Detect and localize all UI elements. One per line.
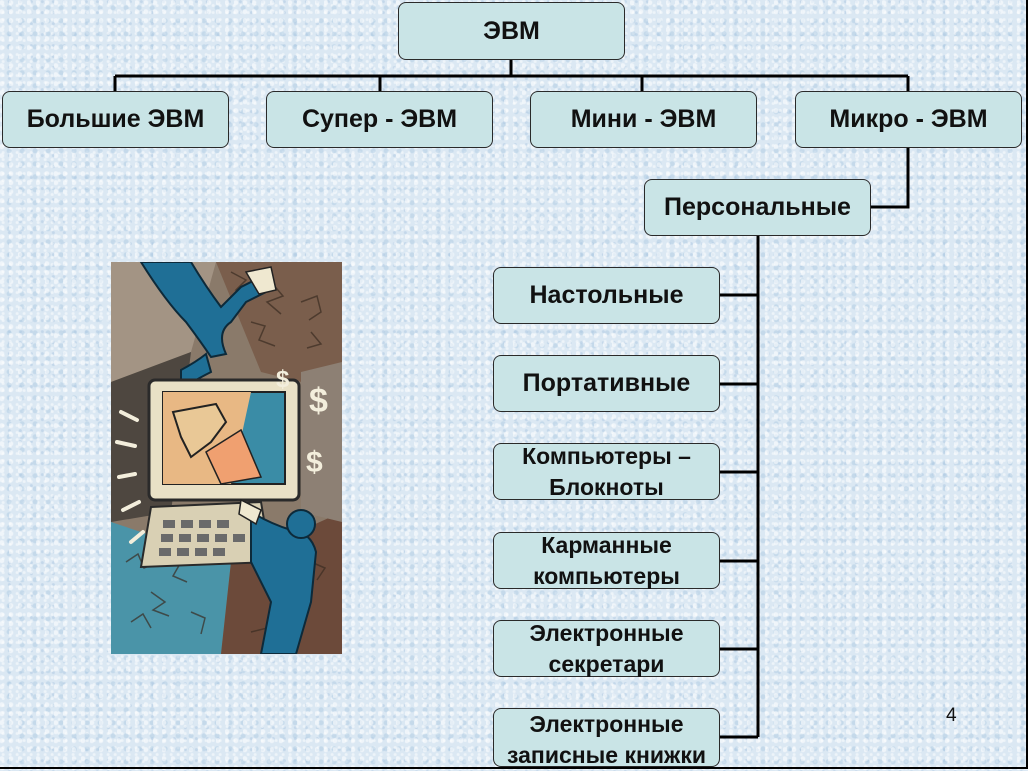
dollar-icon: $ — [306, 446, 323, 479]
type-node-label: Компьютеры – Блокноты — [522, 442, 691, 500]
type-node-organizer: Электронные записные книжки — [493, 708, 720, 768]
personal-node-label: Персональные — [664, 193, 851, 221]
root-node-evm: ЭВМ — [398, 2, 625, 60]
root-node-label: ЭВМ — [483, 16, 540, 45]
personal-node: Персональные — [644, 179, 871, 236]
category-node-label: Мини - ЭВМ — [570, 105, 717, 133]
category-node-label: Большие ЭВМ — [26, 105, 205, 133]
type-node-label: Портативные — [522, 369, 691, 397]
category-node-mini: Мини - ЭВМ — [530, 91, 757, 148]
dollar-icon: $ — [276, 366, 290, 393]
type-node-label: Настольные — [529, 281, 684, 309]
type-node-secretary: Электронные секретари — [493, 620, 720, 677]
dollar-icon: $ — [309, 382, 328, 420]
category-node-super: Супер - ЭВМ — [266, 91, 493, 148]
dollar-symbols: $ $ $ — [276, 366, 328, 479]
type-node-label: Карманные компьютеры — [533, 531, 680, 589]
person-computer-clipart-icon: $ $ $ — [111, 262, 342, 654]
category-node-mainframe: Большие ЭВМ — [2, 91, 229, 148]
category-node-label: Супер - ЭВМ — [301, 105, 458, 133]
category-node-micro: Микро - ЭВМ — [795, 91, 1022, 148]
type-node-label: Электронные записные книжки — [507, 711, 706, 768]
type-node-portable: Портативные — [493, 355, 720, 412]
category-node-label: Микро - ЭВМ — [829, 105, 988, 133]
type-node-desktop: Настольные — [493, 267, 720, 324]
page-number: 4 — [946, 705, 957, 726]
type-node-label: Электронные секретари — [529, 619, 684, 677]
type-node-pocket: Карманные компьютеры — [493, 532, 720, 589]
type-node-notebook: Компьютеры – Блокноты — [493, 443, 720, 500]
